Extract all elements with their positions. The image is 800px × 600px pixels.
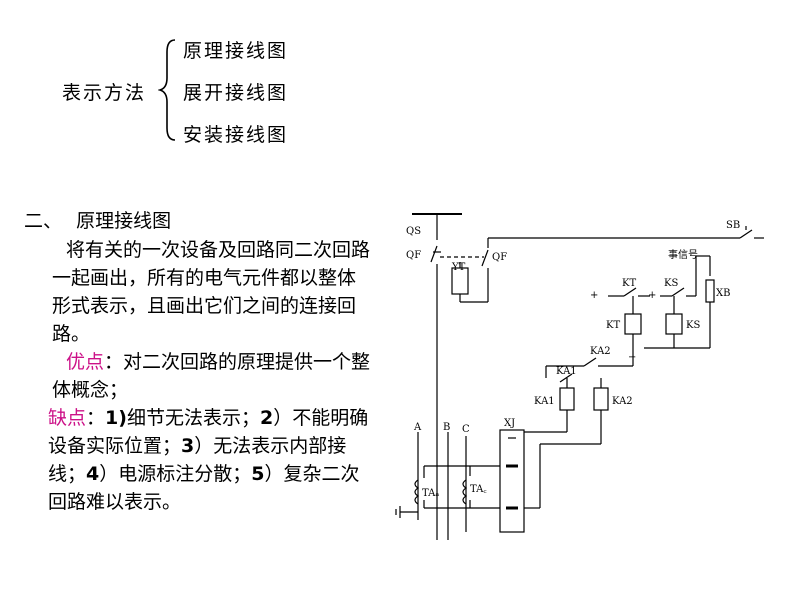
label-ks-coil: KS xyxy=(686,320,700,331)
label-ka1-coil: KA1 xyxy=(534,396,555,407)
label-qf-right: QF xyxy=(492,252,507,263)
method-item-2: 展开接线图 xyxy=(183,82,289,104)
label-ka1-top: KA1 xyxy=(556,366,577,377)
label-b: B xyxy=(443,422,450,433)
label-signal: 事信号 xyxy=(668,248,698,261)
label-xb: XB xyxy=(716,288,730,299)
section-heading: 二、 原理接线图 xyxy=(24,206,171,233)
label-plus-1: + xyxy=(590,290,598,301)
label-qs: QS xyxy=(406,226,421,237)
label-plus-2: + xyxy=(648,290,656,301)
disadvantage-label: 缺点 xyxy=(48,407,87,429)
label-ta-c: TA꜀ xyxy=(470,484,487,495)
method-item-1: 原理接线图 xyxy=(183,40,289,62)
label-c: C xyxy=(462,424,470,435)
label-ka2-coil: KA2 xyxy=(612,396,633,407)
label-xj: XJ xyxy=(504,418,515,429)
label-a: A xyxy=(413,422,422,433)
section-title: 原理接线图 xyxy=(76,210,172,232)
description-text: 将有关的一次设备及回路同二次回路一起画出，所有的电气元件都以整体形式表示，且画出… xyxy=(52,239,371,345)
label-sb: SB xyxy=(726,220,740,231)
brace-icon xyxy=(158,39,176,141)
advantage-label: 优点 xyxy=(66,351,105,373)
label-yt: YT xyxy=(451,262,466,273)
label-ta-a: TAₐ xyxy=(422,488,439,499)
label-minus: − xyxy=(628,352,636,363)
methods-label: 表示方法 xyxy=(62,82,147,104)
label-kt-top: KT xyxy=(622,278,636,289)
advantage: 优点：对二次回路的原理提供一个整体概念； xyxy=(52,348,372,404)
label-ka2-top: KA2 xyxy=(590,346,611,357)
disadvantage: 缺点：1)细节无法表示；2）不能明确设备实际位置；3）无法表示内部接线；4）电源… xyxy=(48,407,369,513)
label-qf-left: QF xyxy=(406,250,421,261)
label-kt-coil: KT xyxy=(606,320,620,331)
method-item-3: 安装接线图 xyxy=(183,124,289,146)
section-number: 二、 xyxy=(24,210,63,232)
description: 将有关的一次设备及回路同二次回路一起画出，所有的电气元件都以整体形式表示，且画出… xyxy=(52,236,372,348)
advantage-text: ：对二次回路的原理提供一个整体概念； xyxy=(52,351,371,401)
label-ks-top: KS xyxy=(664,278,678,289)
